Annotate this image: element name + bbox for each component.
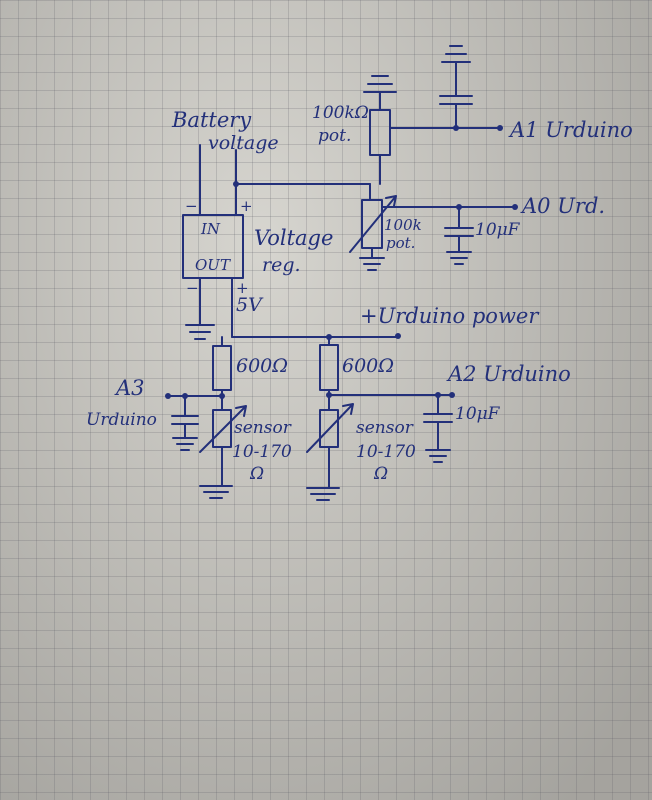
ground-symbol: [446, 251, 472, 265]
a2-label: A2 Urduino: [448, 362, 571, 386]
junction-dot: [326, 392, 332, 398]
a3-sublabel: Urduino: [86, 410, 157, 430]
voltage-label: voltage: [208, 132, 279, 154]
a0-terminal: [512, 204, 518, 210]
regulator-out-label: OUT: [195, 256, 230, 274]
ground-symbol: [199, 485, 233, 499]
right-sensor-unit: Ω: [374, 464, 389, 484]
junction-dot: [233, 181, 239, 187]
bottom-pot-arrow: [349, 195, 397, 253]
junction-dot: [453, 125, 459, 131]
ground-symbol: [359, 257, 385, 271]
plus-out-label: +: [236, 279, 249, 297]
a2-capacitor: [423, 394, 453, 451]
left-600-resistor: [212, 345, 232, 391]
right-resistor-value: 600Ω: [342, 355, 395, 377]
ground-symbol: [363, 75, 397, 93]
regulator-suffix: reg.: [262, 254, 301, 276]
ground-symbol: [185, 324, 215, 340]
a0-cap-value: 10μF: [475, 220, 520, 240]
power-terminal: [395, 333, 401, 339]
bottom-pot-type: pot.: [386, 234, 416, 252]
top-pot-wire: [369, 91, 381, 201]
top-pot-value: 100kΩ: [312, 103, 369, 123]
voltage-regulator: [182, 214, 244, 279]
a1-terminal: [497, 125, 503, 131]
left-sensor-range: 10-170: [232, 442, 292, 462]
a3-terminal: [165, 393, 171, 399]
top-potentiometer: [369, 109, 391, 156]
battery-label: Battery: [172, 108, 252, 132]
plus-in-label: +: [240, 197, 253, 215]
a0-label: A0 Urd.: [522, 194, 606, 218]
a2-terminal: [449, 392, 455, 398]
a0-capacitor: [444, 206, 474, 253]
power-label: +Urduino power: [360, 304, 539, 328]
a1-label: A1 Urduino: [510, 118, 633, 142]
junction-dot: [219, 393, 225, 399]
a2-cap-value: 10μF: [455, 404, 500, 424]
ground-symbol: [306, 487, 340, 501]
regulator-name: Voltage: [254, 226, 334, 250]
ground-symbol: [172, 437, 198, 451]
five-volt-label: 5V: [236, 294, 262, 316]
right-sensor-range: 10-170: [356, 442, 416, 462]
top-pot-type: pot.: [318, 126, 352, 146]
right-sensor-label: sensor: [356, 418, 413, 438]
bottom-pot-value: 100k: [384, 216, 422, 234]
left-sensor: [212, 409, 232, 448]
a3-label: A3: [116, 376, 145, 400]
right-sensor: [319, 409, 339, 448]
a3-capacitor: [171, 395, 199, 439]
left-resistor-value: 600Ω: [236, 355, 289, 377]
minus-in-label: −: [185, 197, 198, 215]
right-600-resistor: [319, 344, 339, 391]
left-sensor-label: sensor: [234, 418, 291, 438]
right-sensor-arrow: [306, 403, 354, 453]
minus-out-label: −: [186, 279, 199, 297]
ground-symbol: [425, 449, 451, 463]
regulator-in-label: IN: [201, 220, 221, 238]
left-sensor-unit: Ω: [250, 464, 265, 484]
left-sensor-arrow: [199, 405, 247, 453]
a1-capacitor: [439, 61, 473, 129]
ground-symbol: [441, 45, 471, 63]
